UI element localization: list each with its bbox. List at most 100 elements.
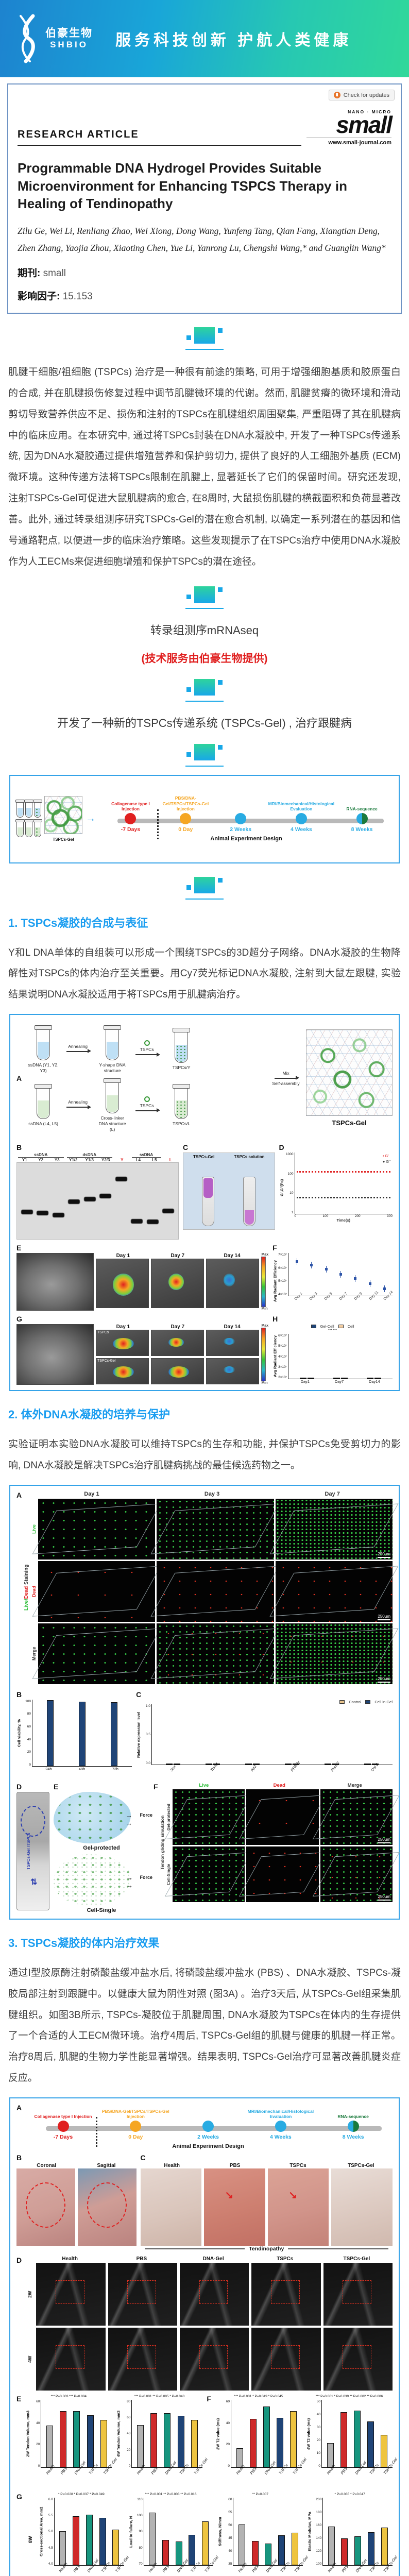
- logo-cn: 伯豪生物: [45, 27, 93, 40]
- colorbar-min: Min: [261, 1381, 268, 1385]
- article-masthead: Check for updates RESEARCH ARTICLE NANO …: [7, 83, 402, 314]
- y-axis-label: Cross-sectional Area, mm2: [39, 2506, 44, 2557]
- scale-bar: 250μm: [378, 1614, 391, 1620]
- gel-lane-label: Y: [121, 1158, 124, 1163]
- section-1-title: 1. TSPCs凝胶的合成与表征: [8, 916, 148, 929]
- panel-letter: A: [16, 1074, 22, 1082]
- row-4w: 4W: [27, 2355, 33, 2363]
- abstract-text: 肌腱干细胞/祖细胞 (TSPCs) 治疗是一种很有前途的策略, 可用于增强细胞基…: [8, 367, 401, 567]
- timeline-dot: [275, 2120, 286, 2132]
- gel-lane-label: L5: [152, 1158, 157, 1163]
- y-axis-label: Stiffness, N/mm: [217, 2517, 223, 2547]
- mri-4w: [251, 2327, 321, 2391]
- timeline-dot: [125, 813, 137, 825]
- mri-4w: [36, 2327, 106, 2391]
- rat-photo: [16, 1253, 94, 1311]
- check-for-updates-badge[interactable]: Check for updates: [328, 90, 395, 100]
- gene-bar-group: [206, 1763, 220, 1765]
- significance: *** P=0.001 ** P=0.005 * P=0.043: [134, 2394, 185, 2398]
- tendinopathy-label: Tendinopathy: [249, 2245, 284, 2252]
- gel-lane: [145, 1164, 161, 1238]
- slide-annotation: TSPCs-Gel /TSPCs: [26, 1833, 31, 1870]
- panel-letter: F: [272, 1244, 277, 1252]
- panel-letter: D: [16, 2256, 22, 2264]
- dead-image-day3: [157, 1561, 274, 1622]
- banner-slogan: 服务科技创新 护航人类健康: [115, 32, 352, 49]
- timeline-event: MRI/Biomechanical/Histological Evaluatio…: [247, 2108, 314, 2140]
- timeline-dot: [235, 813, 247, 825]
- mri-2w: [251, 2262, 321, 2326]
- scale-bar: 250μm: [378, 1837, 391, 1843]
- force-label: Force: [140, 1874, 152, 1880]
- gene-bar-group: [364, 1763, 379, 1765]
- gene-bar-group: [324, 1763, 339, 1765]
- colorbar-min: Min: [261, 1307, 268, 1311]
- gel-lane-label: L: [169, 1158, 172, 1163]
- check-updates-label: Check for updates: [343, 92, 389, 98]
- gene-bar-group: [166, 1763, 181, 1765]
- group-label: Health: [164, 2162, 180, 2168]
- health-photo: [140, 2168, 202, 2246]
- col-dead: Dead: [273, 1782, 285, 1788]
- y-axis-label: 2W T2 value (ms): [215, 2418, 220, 2450]
- ivis-colorbar: [261, 1328, 266, 1382]
- legend-control: Control: [349, 1699, 362, 1704]
- bar-group: [367, 1378, 382, 1379]
- panel-letter: D: [279, 1143, 284, 1152]
- cell-single-caption: Cell-Single: [87, 1907, 116, 1913]
- rheology-chart: ▪ G'● G'': [294, 1153, 393, 1215]
- scale-bar: 250μm: [378, 1676, 391, 1683]
- live-image-day7: 250μm: [275, 1498, 393, 1560]
- panel-letter: A: [16, 1490, 22, 1499]
- logo-en: SHBIO: [50, 40, 88, 50]
- timeline-event: 2 Weeks: [172, 2104, 245, 2140]
- coronal-photo: [16, 2168, 75, 2246]
- legend-cell: Cell: [347, 1324, 354, 1329]
- section-2-text: 实验证明本实验DNA水凝胶可以维持TSPCs的生存和功能, 并保护TSPCs免受…: [8, 1439, 401, 1471]
- cell-single-merge: 250μm: [320, 1846, 393, 1902]
- day-label: Day 1: [116, 1253, 130, 1259]
- gene-bar-group: [284, 1763, 299, 1765]
- dead-image-day1: [38, 1561, 156, 1622]
- tendon-gliding-label: Tendon gliding simulation: [159, 1815, 165, 1870]
- group-label: PBS: [136, 2256, 147, 2262]
- gel-lane-label: Y2: [38, 1158, 44, 1163]
- gel-lane: [50, 1164, 66, 1238]
- group-label: Health: [62, 2256, 78, 2262]
- graphical-abstract-figure: TSPCs-Gel → Collagenase type I Injection…: [9, 774, 400, 863]
- group-label: TSPCs-Gel: [343, 2256, 370, 2262]
- tspcs-gel-network: [306, 1029, 393, 1116]
- paper-title: Programmable DNA Hydrogel Provides Suita…: [18, 160, 347, 212]
- col-merge: Merge: [347, 1782, 362, 1788]
- callout-mrnaseq: 转录组测序mRNAseq: [150, 623, 259, 637]
- gel-protected-diagram: →→: [54, 1791, 132, 1843]
- syn-label: TSPCs/Y: [172, 1065, 191, 1071]
- figure-1: A ssDNA (Y1, Y2, Y3) Annealing Y-shape D…: [9, 1014, 400, 1392]
- merge-image-day1: [38, 1623, 156, 1684]
- timeline-dot: [57, 2120, 69, 2132]
- gel-group: ssDNA: [131, 1153, 161, 1158]
- section-divider-icon: [0, 327, 409, 350]
- dead-image-day7: 250μm: [275, 1561, 393, 1622]
- brand-banner: 伯豪生物 SHBIO 服务科技创新 护航人类健康: [0, 0, 409, 77]
- syn-label: TSPCs/L: [173, 1121, 191, 1126]
- retention-scatter: [288, 1253, 393, 1297]
- journal-label: 期刊:: [18, 268, 41, 279]
- ivis-image-tspcs-gel: [151, 1358, 204, 1385]
- shbio-logo: 伯豪生物 SHBIO: [13, 14, 93, 63]
- mri-4w: [108, 2327, 177, 2391]
- tspcs-gel-label: TSPCs-Gel: [332, 1119, 367, 1127]
- ga-tspcs-gel-network: [44, 796, 82, 835]
- panel-letter: D: [16, 1782, 22, 1791]
- gel-protected-dead: [246, 1789, 319, 1845]
- timeline-dot: [295, 813, 307, 825]
- tspc-cell-icon: [144, 1096, 150, 1102]
